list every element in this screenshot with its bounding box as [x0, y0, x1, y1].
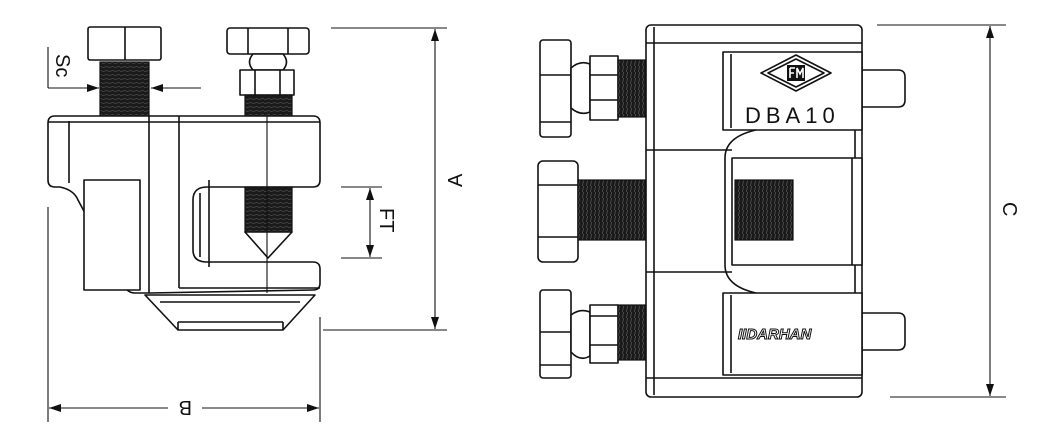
dimension-sc: Sc	[47, 47, 201, 92]
dimension-ft: FT	[341, 186, 397, 259]
bolt-top	[539, 39, 647, 138]
tab-bottom	[854, 312, 906, 351]
dimension-label-ft: FT	[375, 208, 397, 232]
clamp-body	[47, 115, 321, 331]
hex-bolt-head-icon	[87, 26, 162, 61]
tab-top	[854, 69, 906, 108]
dimension-a: A	[323, 27, 467, 331]
model-marking: DBA10	[745, 103, 840, 128]
front-view: DBA10 IIDARHAN C	[537, 24, 1020, 398]
dimension-label-b: B	[179, 396, 192, 418]
side-view: Sc FT A B	[47, 26, 467, 422]
brand-marking: IIDARHAN	[738, 326, 812, 343]
dimension-label-a: A	[445, 173, 467, 187]
fm-logo-icon	[760, 54, 832, 92]
dimension-b: B	[47, 207, 321, 422]
pressure-screw	[226, 27, 310, 117]
front-body: DBA10 IIDARHAN	[645, 24, 863, 398]
dimension-label-sc: Sc	[51, 54, 73, 77]
bolt-thread	[99, 61, 150, 117]
bolt-bottom	[539, 289, 647, 379]
dimension-label-c: C	[998, 202, 1020, 216]
dimension-c: C	[877, 24, 1020, 398]
bolt-middle	[537, 160, 647, 263]
